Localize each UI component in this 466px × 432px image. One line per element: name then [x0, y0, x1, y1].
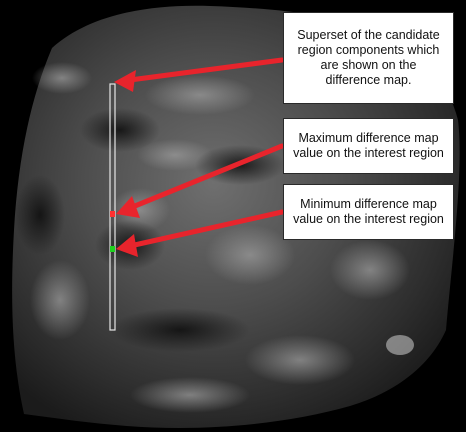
minimum-marker: [110, 246, 115, 252]
callout-minimum-text: Minimum difference map value on the inte…: [293, 197, 444, 227]
callout-minimum: Minimum difference map value on the inte…: [283, 184, 454, 240]
callout-maximum: Maximum difference map value on the inte…: [283, 118, 454, 174]
callout-maximum-text: Maximum difference map value on the inte…: [293, 131, 444, 161]
maximum-marker: [110, 211, 115, 217]
callout-superset-text: Superset of the candidate region compone…: [297, 28, 439, 88]
callout-superset: Superset of the candidate region compone…: [283, 12, 454, 104]
